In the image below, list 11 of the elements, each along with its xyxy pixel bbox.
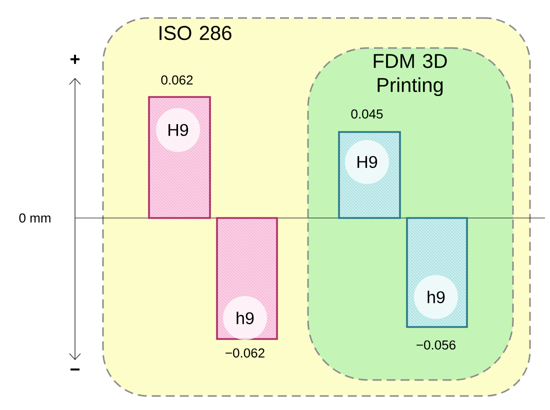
bar: H9 bbox=[338, 131, 401, 219]
value-label: 0.062 bbox=[161, 75, 193, 85]
bar: h9 bbox=[216, 217, 278, 340]
bar: H9 bbox=[148, 96, 211, 219]
axis-label: 0 mm bbox=[19, 213, 50, 223]
axis-label: − bbox=[70, 368, 80, 370]
value-label: −0.062 bbox=[226, 348, 264, 358]
bar: h9 bbox=[406, 217, 468, 328]
axis-label: + bbox=[70, 54, 80, 64]
value-label: 0.045 bbox=[351, 109, 383, 119]
value-label: −0.056 bbox=[416, 340, 456, 350]
